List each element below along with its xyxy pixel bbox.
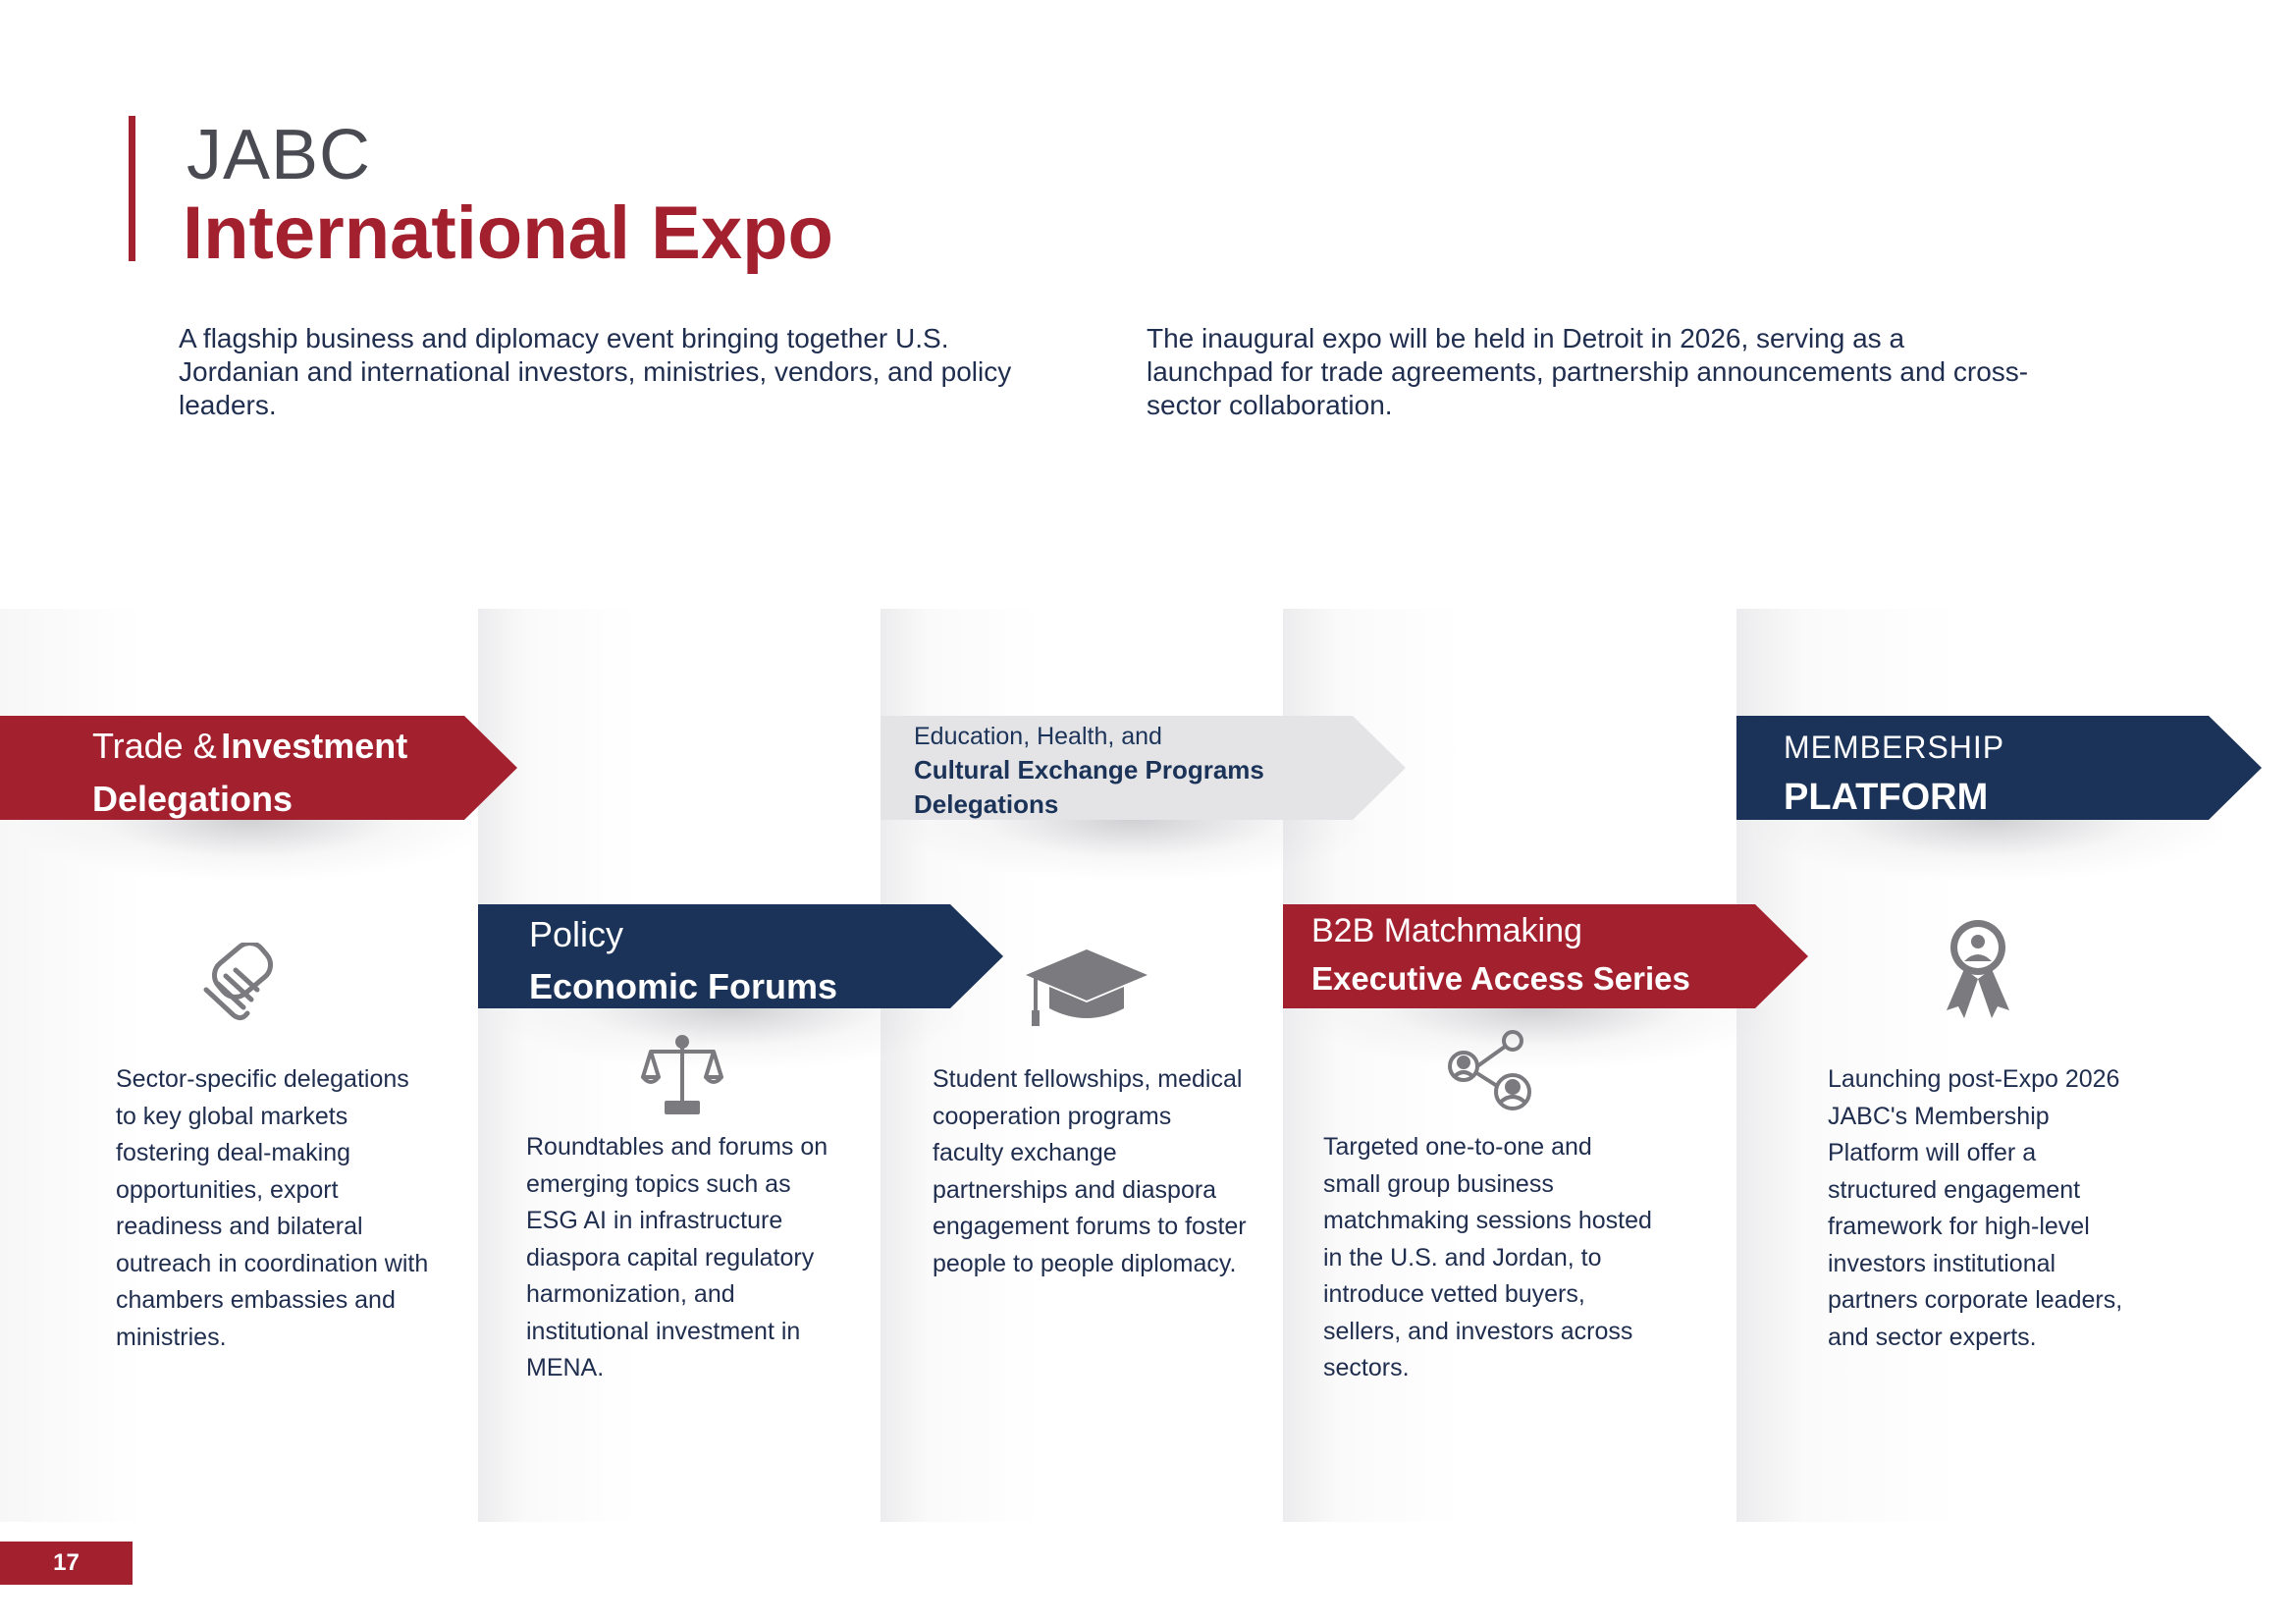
pillar-description-policy: Roundtables and forums on emerging topic… xyxy=(526,1133,828,1381)
ribbon-label-light: B2B Matchmaking xyxy=(1311,912,1582,949)
ribbon-trade-investment: Trade & Investment Delegations xyxy=(0,716,517,879)
ribbon-label-bold: PLATFORM xyxy=(1784,777,1989,818)
ribbon-label-bold: Investment xyxy=(221,726,408,766)
ribbon-membership: MEMBERSHIP PLATFORM xyxy=(1736,716,2262,879)
network-people-icon xyxy=(1448,1029,1536,1111)
ribbon-label-bold: Economic Forums xyxy=(529,966,838,1006)
title-top: JABC xyxy=(187,116,372,194)
ribbon-policy: Policy Economic Forums xyxy=(478,904,1003,1067)
ribbon-label-bold-2: Delegations xyxy=(92,779,294,819)
column-policy xyxy=(478,609,881,1522)
graduation-cap-icon xyxy=(1026,947,1148,1030)
ribbon-label-bold-2: Delegations xyxy=(914,789,1059,819)
scales-icon xyxy=(641,1034,723,1116)
ribbon-label-light: Policy xyxy=(529,914,624,954)
pillar-description-membership: Launching post-Expo 2026 JABC's Membersh… xyxy=(1828,1065,2123,1351)
page-number: 17 xyxy=(0,1542,133,1585)
title-accent-bar xyxy=(129,116,135,261)
award-ribbon-icon xyxy=(1943,918,2013,1018)
ribbon-label-bold: Executive Access Series xyxy=(1311,960,1690,997)
pillar-description-trade: Sector-specific delegations to key globa… xyxy=(116,1065,429,1351)
intro-right: The inaugural expo will be held in Detro… xyxy=(1147,323,2029,420)
intro-left: A flagship business and diplomacy event … xyxy=(179,323,1012,420)
ribbon-label-light: MEMBERSHIP xyxy=(1784,730,2005,765)
page-title: International Expo xyxy=(183,191,833,275)
ribbon-label-bold: Cultural Exchange Programs xyxy=(914,755,1264,785)
ribbon-label-light: Education, Health, and xyxy=(914,723,1162,750)
handshake-icon xyxy=(196,941,285,1023)
pillar-description-b2b: Targeted one-to-one and small group busi… xyxy=(1323,1133,1652,1381)
ribbon-b2b: B2B Matchmaking Executive Access Series xyxy=(1283,904,1808,1067)
ribbon-label-light: Trade & xyxy=(92,726,217,766)
pillar-description-education: Student fellowships, medical cooperation… xyxy=(933,1065,1247,1277)
ribbon-education: Education, Health, and Cultural Exchange… xyxy=(881,716,1406,879)
